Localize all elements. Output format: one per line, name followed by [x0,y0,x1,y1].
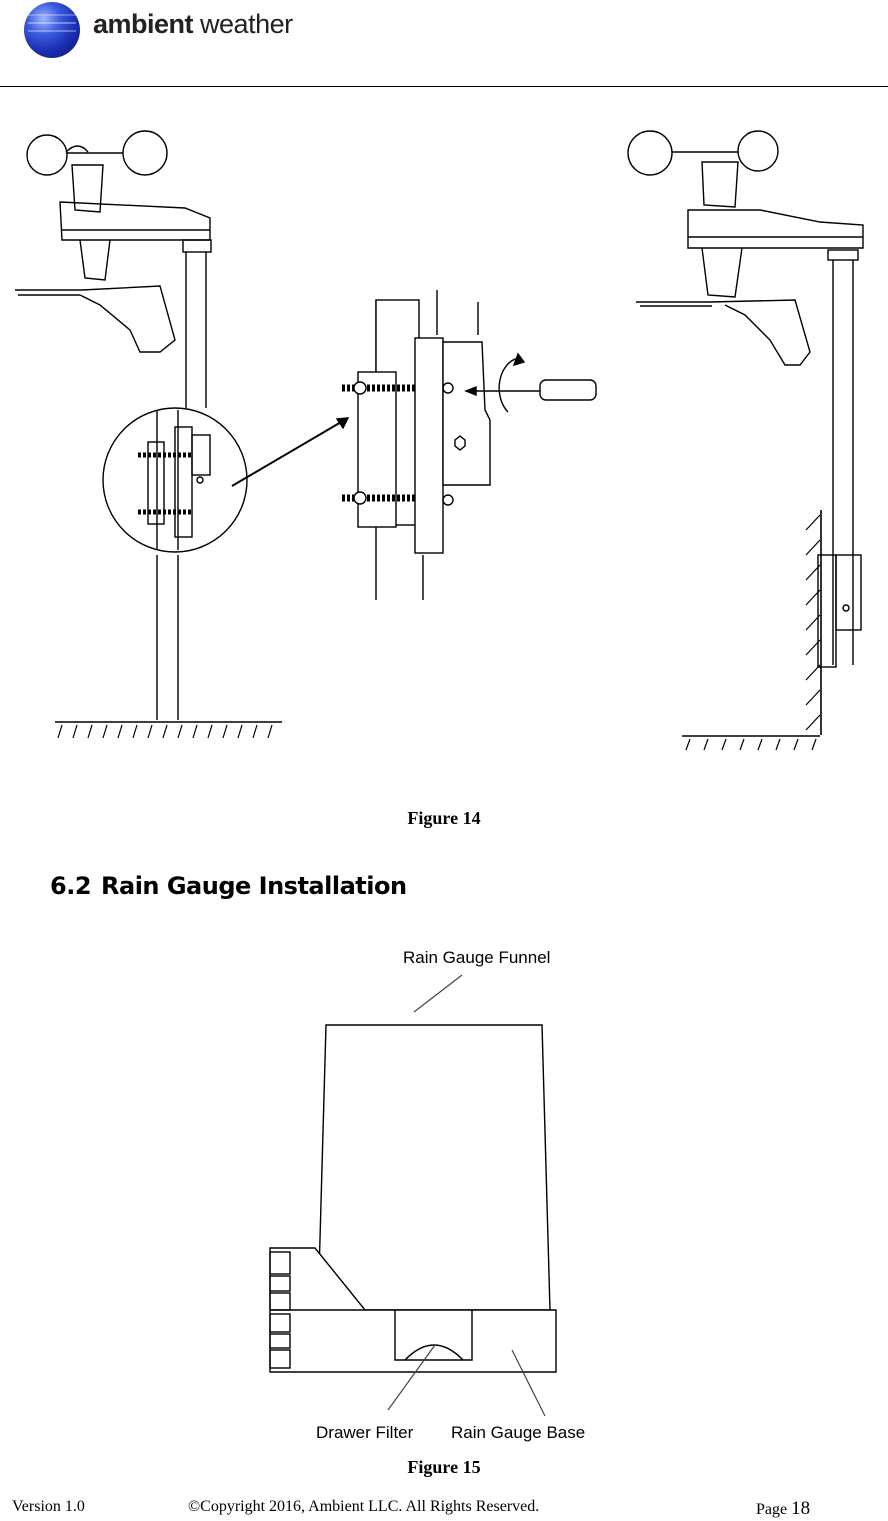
ambient-weather-logo-icon [24,2,80,58]
footer-page-number: 18 [791,1498,811,1519]
rain-gauge-base-label: Rain Gauge Base [451,1423,585,1442]
section-number: 6.2 [50,872,92,900]
rain-gauge-funnel-label: Rain Gauge Funnel [403,948,550,967]
left-pole-mount-drawing [15,130,350,739]
right-wall-mount-drawing [627,130,864,751]
logo-light-text: weather [200,9,293,39]
section-heading: 6.2 Rain Gauge Installation [50,872,407,900]
figure-15-caption: Figure 15 [407,1457,481,1477]
section-title-text: Rain Gauge Installation [101,872,407,900]
bracket-detail-drawing [342,290,597,600]
brand-logo-text: ambient weather [93,9,293,40]
footer-version: Version 1.0 [12,1498,85,1515]
logo-bold-text: ambient [93,9,194,39]
footer-page-label: Page [756,1501,788,1518]
figure-14-mounting-illustration [15,130,864,751]
page-header: ambient weather [0,0,888,87]
page-footer: Version 1.0 ©Copyright 2016, Ambient LLC… [0,1498,888,1520]
footer-copyright: ©Copyright 2016, Ambient LLC. All Rights… [188,1498,540,1515]
figure-14-caption: Figure 14 [407,808,481,828]
drawer-filter-label: Drawer Filter [316,1423,414,1442]
footer-page: Page 18 [756,1498,810,1520]
figure-15-rain-gauge-illustration: Rain Gauge Funnel Drawer Filter Rain Gau… [269,948,585,1442]
